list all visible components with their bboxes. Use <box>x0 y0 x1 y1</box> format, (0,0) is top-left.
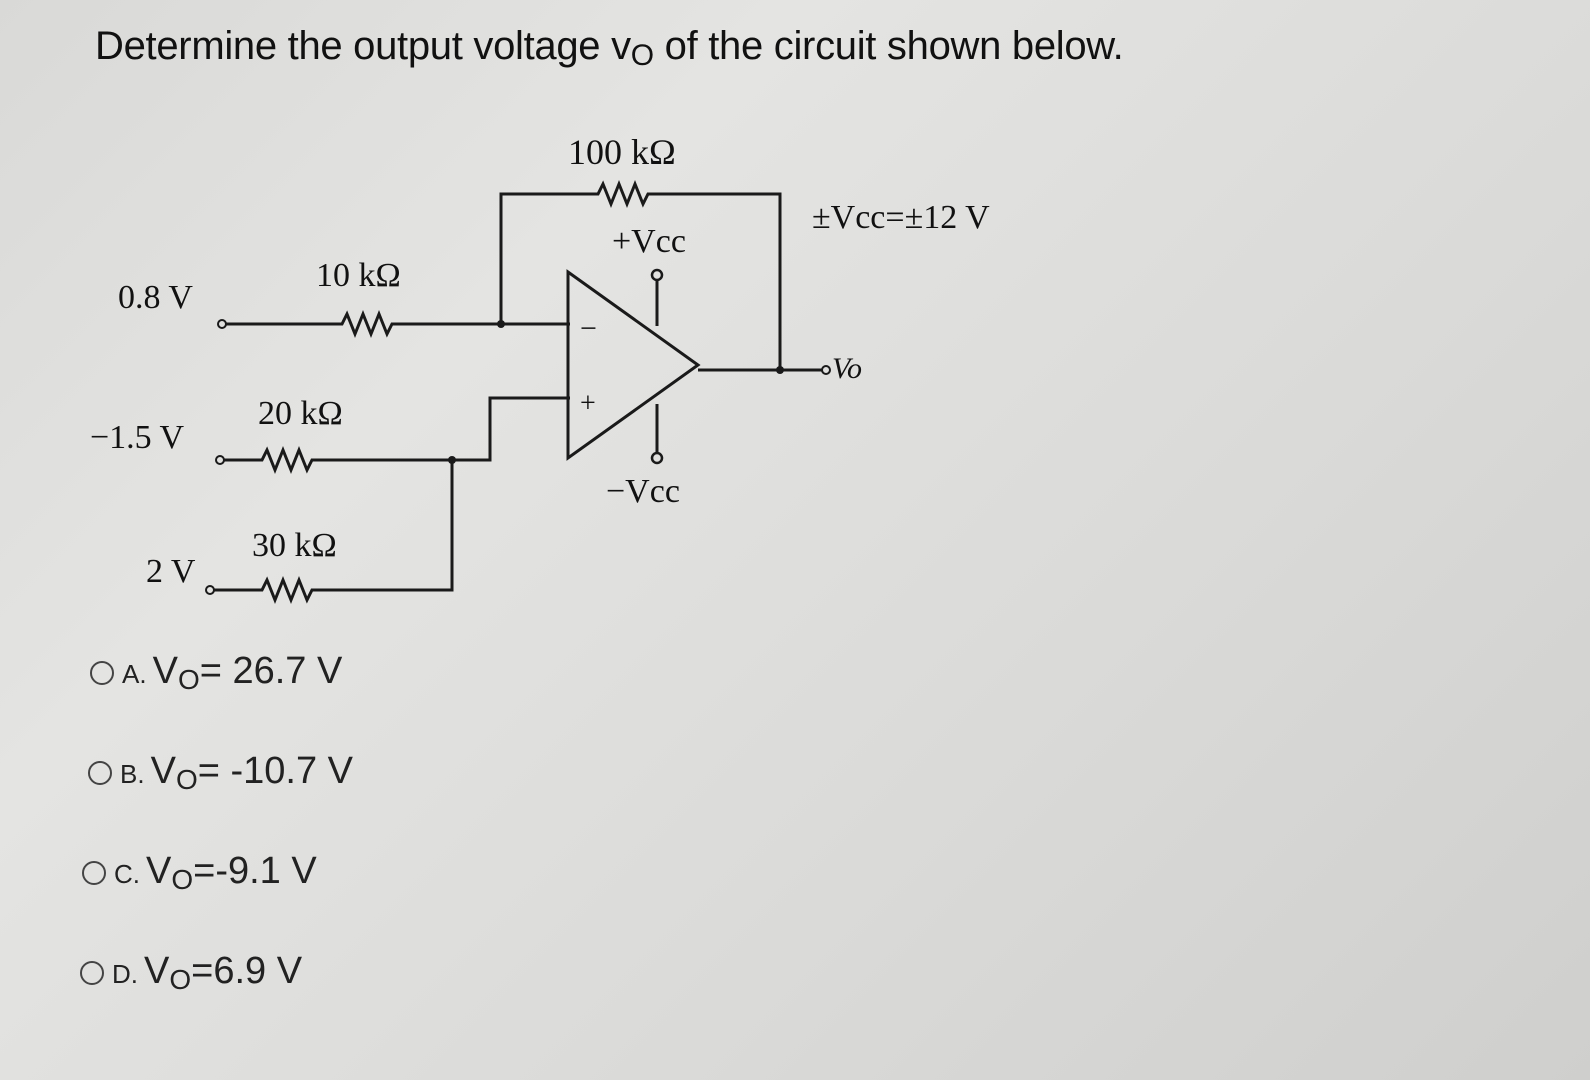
feedback-resistor-label: 100 kΩ <box>568 132 676 172</box>
option-b[interactable]: B. VO= -10.7 V <box>88 750 353 796</box>
input-3-terminal <box>205 585 215 595</box>
output-label: Vo <box>832 352 862 385</box>
option-d[interactable]: D. VO=6.9 V <box>80 950 302 996</box>
inverting-input-symbol: − <box>580 312 597 345</box>
resistor-30k <box>214 460 454 605</box>
vcc-pos-label: +Vcc <box>612 223 686 260</box>
radio-b-icon[interactable] <box>88 761 112 785</box>
radio-c-icon[interactable] <box>82 861 106 885</box>
question-lead: Determine the output voltage <box>95 24 601 68</box>
option-a[interactable]: A. VO= 26.7 V <box>90 650 342 696</box>
option-c[interactable]: C. VO=-9.1 V <box>82 850 317 896</box>
question-text: Determine the output voltage vO of the c… <box>95 24 1124 73</box>
vcc-pos-terminal <box>650 268 664 282</box>
input-3-branch: 2 V 30 kΩ <box>146 460 454 605</box>
output-branch: Vo <box>698 352 862 385</box>
input-1-branch: 0.8 V 10 kΩ <box>118 257 570 339</box>
vcc-spec: ±Vcc=±12 V <box>812 199 990 236</box>
input-1-terminal <box>217 319 227 329</box>
input-2-terminal <box>215 455 225 465</box>
op-amp: − + +Vcc −Vcc <box>566 223 701 510</box>
resistor-10k <box>226 309 570 339</box>
vcc-neg-terminal <box>650 451 664 465</box>
input-1-voltage: 0.8 V <box>118 279 193 316</box>
input-2-voltage: −1.5 V <box>90 419 185 456</box>
radio-a-icon[interactable] <box>90 661 114 685</box>
output-terminal <box>821 365 831 375</box>
noninverting-input-symbol: + <box>580 388 596 419</box>
question-tail: of the circuit shown below. <box>664 24 1124 68</box>
input-3-voltage: 2 V <box>146 553 196 590</box>
resistor-30k-label: 30 kΩ <box>252 527 337 564</box>
vcc-neg-label: −Vcc <box>606 473 680 510</box>
resistor-20k-label: 20 kΩ <box>258 395 343 432</box>
radio-d-icon[interactable] <box>80 961 104 985</box>
resistor-10k-label: 10 kΩ <box>316 257 401 294</box>
feedback-branch: 100 kΩ <box>499 132 782 370</box>
feedback-resistor <box>499 179 782 370</box>
op-amp-triangle <box>566 269 701 461</box>
question-variable: vO <box>611 24 654 72</box>
resistor-20k <box>224 396 570 475</box>
input-2-branch: −1.5 V 20 kΩ <box>90 395 570 475</box>
output-node <box>776 366 784 374</box>
